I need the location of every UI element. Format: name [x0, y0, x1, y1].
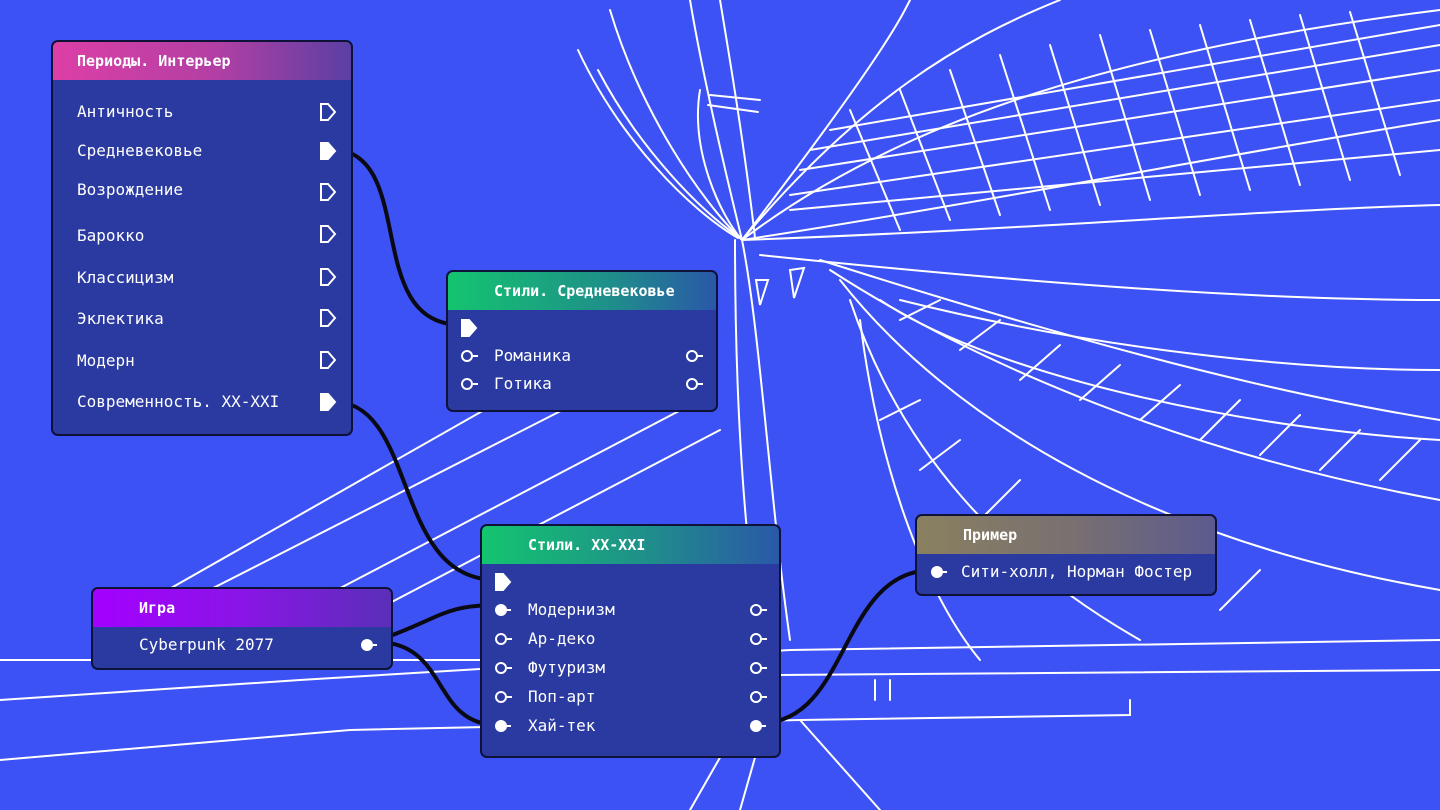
period-item: Современность. XX-XXI [53, 390, 351, 414]
input-port-icon[interactable] [495, 662, 512, 674]
output-port-icon[interactable] [750, 720, 766, 732]
output-port-icon[interactable] [686, 378, 703, 390]
output-port-icon[interactable] [361, 639, 377, 651]
node-styles-modern-header[interactable]: Стили. XX-XXI [482, 526, 779, 564]
output-port-icon[interactable] [319, 308, 337, 328]
input-port-icon[interactable] [495, 720, 511, 732]
node-styles-medieval-title: Стили. Средневековье [494, 282, 675, 300]
period-item: Возрождение [53, 178, 351, 202]
output-port-icon[interactable] [319, 224, 337, 244]
output-port-icon[interactable] [319, 350, 337, 370]
input-port-icon[interactable] [495, 633, 512, 645]
node-game-title: Игра [139, 599, 176, 617]
output-port-icon[interactable] [319, 267, 337, 287]
output-port-icon[interactable] [750, 662, 767, 674]
input-port-icon[interactable] [495, 691, 512, 703]
style-item: Ар-деко [482, 627, 779, 651]
style-item: Готика [448, 372, 716, 396]
output-port-icon[interactable] [319, 141, 337, 161]
input-port-icon[interactable] [495, 604, 511, 616]
node-styles-medieval-header[interactable]: Стили. Средневековье [448, 272, 716, 310]
style-item: Поп-арт [482, 685, 779, 709]
node-game-header[interactable]: Игра [93, 589, 391, 627]
input-port-icon[interactable] [461, 350, 478, 362]
input-port-icon[interactable] [460, 318, 478, 338]
input-port-icon[interactable] [461, 378, 478, 390]
period-item: Модерн [53, 349, 351, 373]
style-item: Романика [448, 344, 716, 368]
node-periods-header[interactable]: Периоды. Интерьер [53, 42, 351, 80]
period-item: Античность [53, 100, 351, 124]
output-port-icon[interactable] [750, 604, 767, 616]
style-item: Футуризм [482, 656, 779, 680]
period-item: Средневековье [53, 139, 351, 163]
node-example-title: Пример [963, 526, 1018, 544]
output-port-icon[interactable] [319, 102, 337, 122]
style-item: Модернизм [482, 598, 779, 622]
period-item: Барокко [53, 224, 351, 248]
period-item: Эклектика [53, 307, 351, 331]
output-port-icon[interactable] [750, 691, 767, 703]
output-port-icon[interactable] [319, 182, 337, 202]
input-port-icon[interactable] [931, 566, 947, 578]
period-item: Классицизм [53, 266, 351, 290]
node-example[interactable]: Пример Сити-холл, Норман Фостер [915, 514, 1217, 596]
node-styles-modern-title: Стили. XX-XXI [528, 536, 646, 554]
node-periods-title: Периоды. Интерьер [77, 52, 231, 70]
node-styles-modern[interactable]: Стили. XX-XXI Модернизм Ар-деко Футуризм… [480, 524, 781, 758]
node-periods[interactable]: Периоды. Интерьер Античность Средневеков… [51, 40, 353, 436]
node-game[interactable]: Игра Cyberpunk 2077 [91, 587, 393, 670]
node-example-header[interactable]: Пример [917, 516, 1215, 554]
output-port-icon[interactable] [750, 633, 767, 645]
input-port-icon[interactable] [494, 572, 512, 592]
game-item: Cyberpunk 2077 [93, 633, 391, 657]
node-styles-medieval[interactable]: Стили. Средневековье Романика Готика [446, 270, 718, 412]
style-item: Хай-тек [482, 714, 779, 738]
example-item: Сити-холл, Норман Фостер [917, 560, 1215, 584]
output-port-icon[interactable] [686, 350, 703, 362]
output-port-icon[interactable] [319, 392, 337, 412]
